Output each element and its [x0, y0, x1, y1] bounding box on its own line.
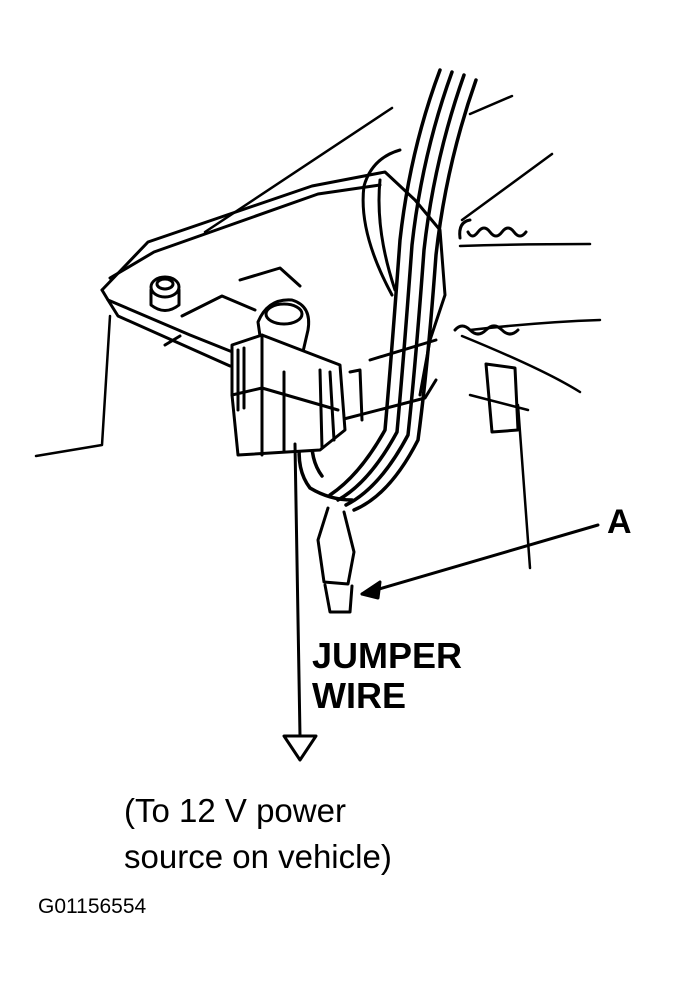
mounting-bolt: [149, 275, 181, 312]
mounting-bracket: [100, 148, 447, 422]
wire-harness: [297, 68, 478, 512]
power-source-note: (To 12 V power source on vehicle): [124, 788, 392, 880]
power-source-note-line2: source on vehicle): [124, 838, 392, 875]
jumper-wire-label-line1: JUMPER: [312, 635, 463, 676]
threaded-stud: [453, 218, 528, 434]
figure-id: G01156554: [38, 895, 147, 918]
callout-a-arrow: [360, 523, 600, 600]
electrical-connector: [230, 298, 364, 457]
callout-label-a: A: [607, 503, 632, 541]
jumper-wire-label: JUMPER WIRE: [312, 636, 462, 716]
jumper-wire-label-line2: WIRE: [312, 675, 406, 716]
wire-a: [316, 506, 356, 614]
power-source-note-line1: (To 12 V power: [124, 792, 346, 829]
jumper-wire: [282, 442, 318, 762]
